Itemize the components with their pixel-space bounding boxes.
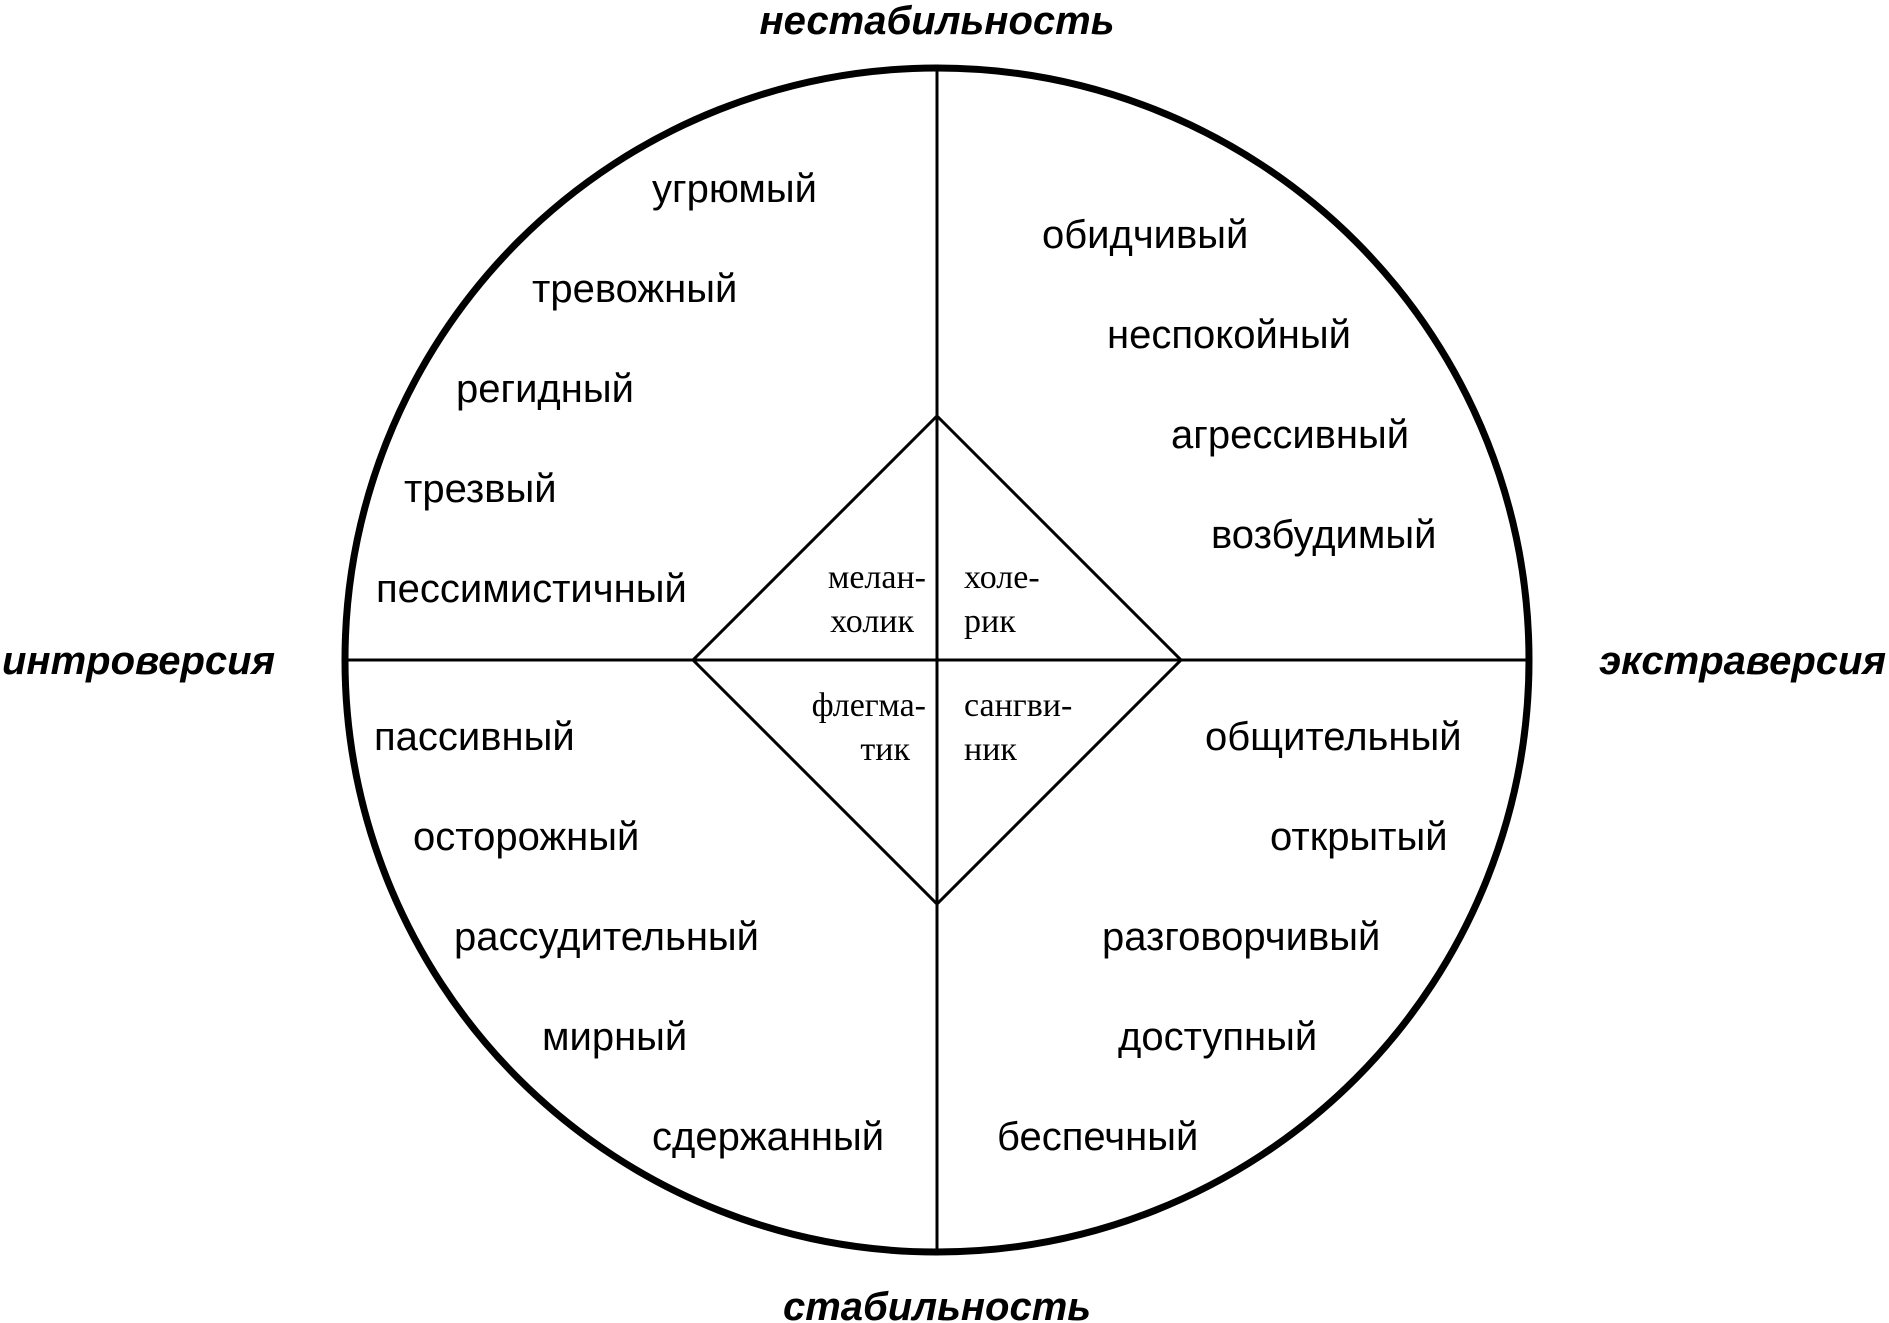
trait-lower-right: разговорчивый	[1102, 915, 1380, 959]
temperament-choleric: рик	[964, 603, 1016, 640]
trait-upper-left: регидный	[456, 367, 634, 411]
trait-lower-left: мирный	[542, 1015, 687, 1059]
trait-lower-right: доступный	[1118, 1015, 1317, 1059]
temperament-phlegmatic: флегма-	[812, 687, 926, 724]
trait-lower-right: общительный	[1205, 715, 1462, 759]
central-diamond	[690, 413, 1184, 907]
temperament-sanguine: ник	[964, 731, 1017, 768]
trait-upper-right: обидчивый	[1042, 213, 1248, 257]
trait-lower-left: сдержанный	[652, 1115, 884, 1159]
trait-upper-right: агрессивный	[1171, 413, 1409, 457]
axis-label-bottom: стабильность	[783, 1285, 1091, 1323]
trait-lower-right: открытый	[1270, 815, 1448, 859]
trait-upper-left: тревожный	[532, 267, 737, 311]
axis-label-left: интроверсия	[2, 639, 275, 683]
trait-upper-right: возбудимый	[1211, 513, 1436, 557]
temperament-sanguine: сангви-	[964, 687, 1072, 724]
trait-lower-right: беспечный	[997, 1115, 1198, 1159]
temperament-choleric: холе-	[964, 559, 1040, 596]
trait-lower-left: осторожный	[413, 815, 639, 859]
temperament-phlegmatic: тик	[860, 731, 910, 768]
trait-upper-left: угрюмый	[652, 167, 817, 211]
trait-lower-left: пассивный	[374, 715, 575, 759]
trait-upper-right: неспокойный	[1107, 313, 1351, 357]
temperament-melancholic: холик	[830, 603, 914, 640]
axis-label-top: нестабильность	[760, 0, 1115, 43]
axis-label-right: экстраверсия	[1599, 639, 1886, 683]
temperament-melancholic: мелан-	[828, 559, 926, 596]
trait-upper-left: пессимистичный	[376, 567, 687, 611]
trait-lower-left: рассудительный	[454, 915, 759, 959]
trait-upper-left: трезвый	[404, 467, 557, 511]
